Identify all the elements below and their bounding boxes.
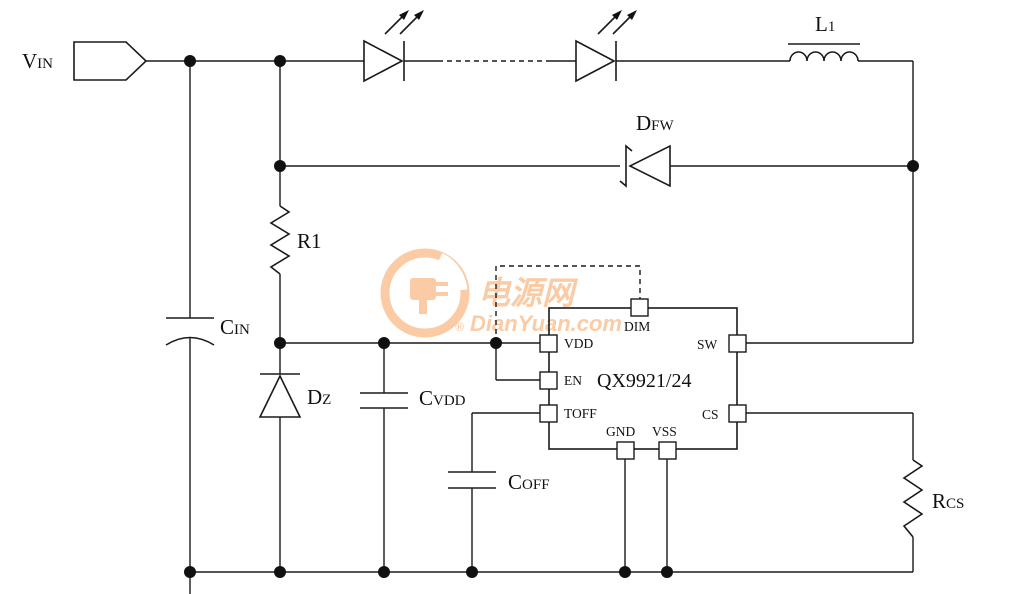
pin-dim [630,298,649,317]
cin-label: C [220,315,234,339]
pin-vss [658,441,677,460]
svg-text:COFF: COFF [508,470,550,494]
junction-dots [184,55,919,578]
rcs-label: R [932,489,946,513]
watermark-registered: ® [455,320,464,334]
pin-sw [728,334,747,353]
pin-gnd [616,441,635,460]
led-last [575,10,637,83]
light-arrow-icon [384,10,424,35]
wires [146,60,914,594]
pin-vss-label: VSS [652,424,677,439]
pin-toff-label: TOFF [564,406,597,421]
l1-label: L [815,12,828,36]
cvdd-label-sub: VDD [433,393,466,409]
ic-qx9921: QX9921/24 DIM VDD EN TOFF GND VSS SW CS [539,298,747,460]
pin-cs-label: CS [702,407,719,422]
pin-cs [728,404,747,423]
svg-text:VIN: VIN [22,49,53,73]
rcs-label-sub: CS [946,496,964,512]
light-arrow-icon [597,10,637,35]
pin-en-label: EN [564,373,582,388]
pin-gnd-label: GND [606,424,635,439]
dfw-label-sub: FW [651,118,674,134]
capacitor-cin: CIN [165,315,250,346]
ic-name: QX9921/24 [597,370,691,392]
cin-label-sub: IN [234,322,250,338]
pin-toff [539,404,558,423]
watermark-en: DianYuan.com [470,311,622,336]
svg-text:L1: L1 [815,12,835,36]
l1-label-sub: 1 [828,19,836,35]
vin-terminal: VIN [22,41,148,81]
pin-dim-label: DIM [624,319,650,334]
zener-dz: DZ [258,373,331,418]
dz-label-sub: Z [322,392,331,408]
watermark-cn: 电源网 [478,275,579,311]
svg-text:CIN: CIN [220,315,250,339]
coff-label: C [508,470,522,494]
resistor-r1: R1 [269,205,322,275]
diode-dfw: DFW [619,111,675,188]
led-first [363,10,424,83]
dfw-label: D [636,111,651,135]
coff-label-sub: OFF [522,477,550,493]
cvdd-label: C [419,386,433,410]
pin-vdd-label: VDD [564,336,593,351]
pin-vdd [539,334,558,353]
r1-label: R1 [297,229,322,253]
inductor-l1: L1 [788,12,860,62]
capacitor-cvdd: CVDD [360,386,466,410]
pin-en [539,371,558,390]
svg-text:DFW: DFW [636,111,675,135]
resistor-rcs: RCS [902,459,964,538]
capacitor-coff: COFF [448,470,550,494]
vin-label-sub: IN [37,56,53,72]
svg-text:DZ: DZ [307,385,331,409]
pin-sw-label: SW [697,337,718,352]
vin-label: V [22,49,37,73]
plug-logo-icon [380,248,470,338]
svg-text:CVDD: CVDD [419,386,466,410]
dz-label: D [307,385,322,409]
svg-text:RCS: RCS [932,489,964,513]
